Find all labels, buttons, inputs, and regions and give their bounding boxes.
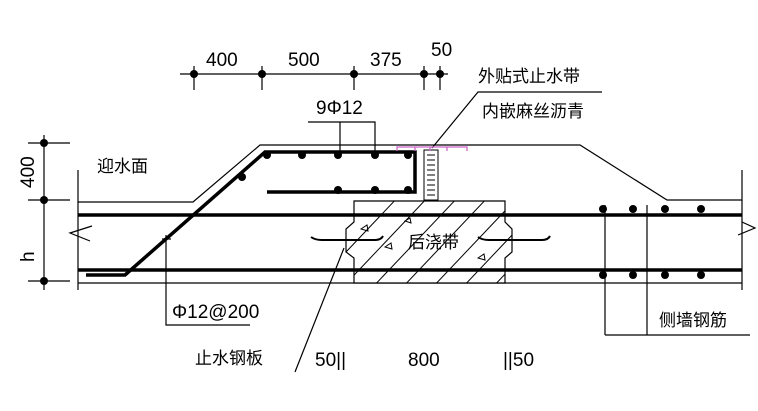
dim-left-h: h — [18, 251, 39, 262]
waterstop — [396, 146, 468, 201]
dim-bottom-50-left: 50|| — [315, 350, 346, 371]
dim-400: 400 — [206, 50, 238, 71]
side-wall-rebar-label: 侧墙钢筋 — [659, 311, 727, 331]
break-left-icon — [68, 225, 93, 242]
dim-50: 50 — [431, 40, 452, 61]
dim-bottom-50-right: ||50 — [503, 350, 534, 371]
post-pour-strip — [345, 200, 513, 284]
rebar-dots — [40, 70, 705, 285]
slab-outline — [77, 144, 743, 203]
dim-bottom-800: 800 — [408, 350, 440, 371]
embedded-filler-label: 内嵌麻丝沥青 — [482, 102, 584, 122]
external-waterstop-label: 外贴式止水带 — [478, 67, 580, 87]
dim-375: 375 — [370, 50, 402, 71]
dim-left-400: 400 — [18, 156, 39, 188]
steel-plate-label: 止水钢板 — [195, 349, 263, 369]
rebar-count-label: 9Φ12 — [316, 98, 363, 119]
dim-500: 500 — [288, 50, 320, 71]
left-dimension-line — [28, 135, 70, 290]
stirrup-spec-label: Φ12@200 — [172, 302, 259, 323]
post-pour-strip-label: 后浇带 — [408, 233, 459, 253]
break-right-icon — [737, 221, 757, 236]
waterproof-face-label: 迎水面 — [97, 157, 148, 177]
steel-waterstop-plate — [310, 235, 551, 241]
